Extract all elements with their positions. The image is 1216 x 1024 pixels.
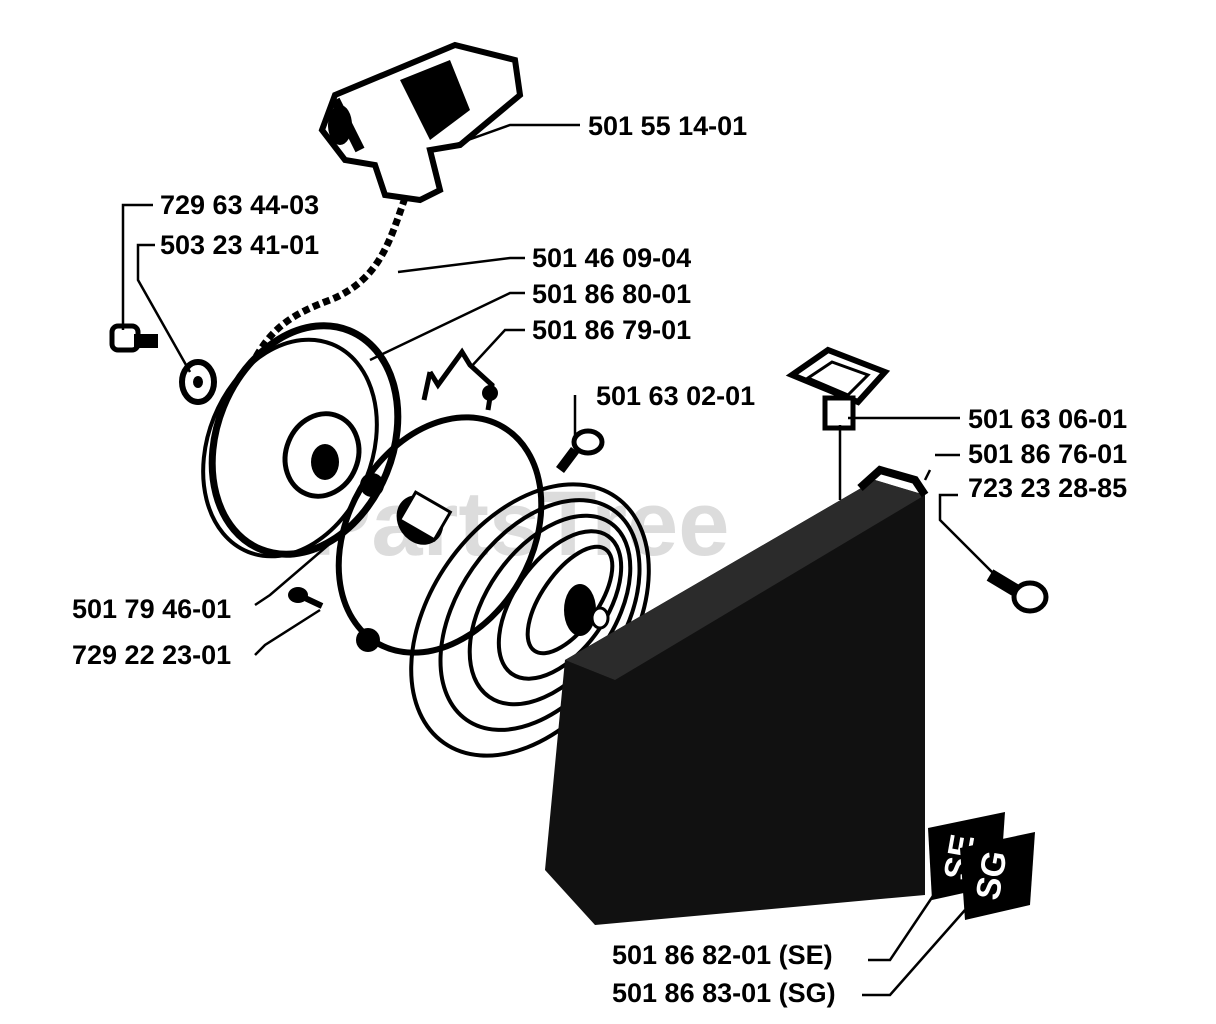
starter-rope — [241, 196, 409, 382]
pawl-bracket — [421, 347, 498, 411]
housing-screw — [986, 569, 1049, 614]
starter-housing — [545, 465, 929, 925]
leader-lines — [121, 123, 996, 997]
part-labels: 501 55 14-01 729 63 44-03 503 23 41-01 5… — [72, 111, 1127, 1008]
label-501-55-14-01: 501 55 14-01 — [588, 111, 747, 141]
label-501-46-09-04: 501 46 09-04 — [532, 243, 691, 273]
label-501-86-82-01-se: 501 86 82-01 (SE) — [612, 940, 833, 970]
pawl-plate — [335, 414, 545, 656]
label-501-63-06-01: 501 63 06-01 — [968, 404, 1127, 434]
plate-screw — [288, 587, 324, 609]
label-729-22-23-01: 729 22 23-01 — [72, 640, 231, 670]
label-723-23-28-85: 723 23 28-85 — [968, 473, 1127, 503]
pulley-bolt — [109, 323, 158, 353]
spring-bolt — [556, 428, 605, 473]
label-501-86-76-01: 501 86 76-01 — [968, 439, 1127, 469]
label-501-86-80-01: 501 86 80-01 — [532, 279, 691, 309]
decal-sg: SG — [960, 832, 1035, 920]
rope-pulley — [201, 322, 402, 559]
cover-damper — [785, 346, 891, 431]
label-501-63-02-01: 501 63 02-01 — [596, 381, 755, 411]
svg-text:SG: SG — [969, 848, 1015, 903]
label-503-23-41-01: 503 23 41-01 — [160, 230, 319, 260]
label-501-86-79-01: 501 86 79-01 — [532, 315, 691, 345]
label-729-63-44-03: 729 63 44-03 — [160, 190, 319, 220]
label-501-86-83-01-sg: 501 86 83-01 (SG) — [612, 978, 836, 1008]
starter-handle — [318, 41, 524, 204]
label-501-79-46-01: 501 79 46-01 — [72, 594, 231, 624]
